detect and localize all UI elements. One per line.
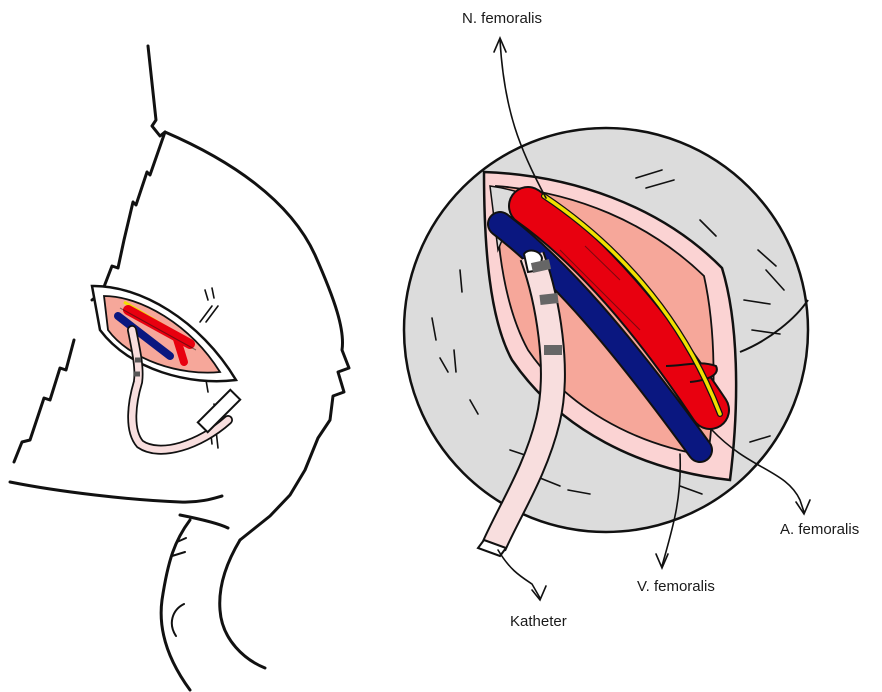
label-a-femoralis: A. femoralis: [780, 522, 859, 537]
magnified-view: [404, 128, 808, 556]
label-v-femoralis: V. femoralis: [637, 579, 715, 594]
label-katheter: Katheter: [510, 614, 567, 629]
small-incision: [92, 286, 236, 381]
label-n-femoralis: N. femoralis: [462, 11, 542, 26]
catheter-leader: [498, 550, 540, 598]
